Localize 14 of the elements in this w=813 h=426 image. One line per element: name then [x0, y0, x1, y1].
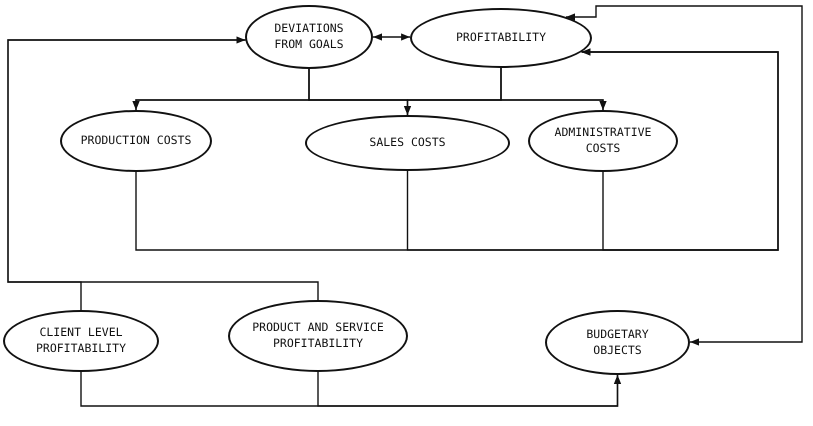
node-label: PROFITABILITY: [456, 30, 546, 46]
arrow: [500, 68, 607, 110]
node-label: SALES COSTS: [369, 135, 446, 151]
node-label: CLIENT LEVEL PROFITABILITY: [34, 325, 127, 357]
node-label: PRODUCTION COSTS: [80, 133, 192, 149]
arrow: [582, 48, 779, 251]
arrow: [373, 33, 410, 41]
arrow: [7, 36, 319, 300]
node-label: ADMINISTRATIVE COSTS: [554, 125, 652, 157]
arrow: [317, 372, 622, 407]
arrow: [566, 5, 803, 346]
node-label: BUDGETARY OBJECTS: [585, 326, 650, 358]
node-label: PRODUCT AND SERVICE PROFITABILITY: [251, 320, 385, 352]
node-label: DEVIATIONS FROM GOALS: [273, 21, 345, 53]
